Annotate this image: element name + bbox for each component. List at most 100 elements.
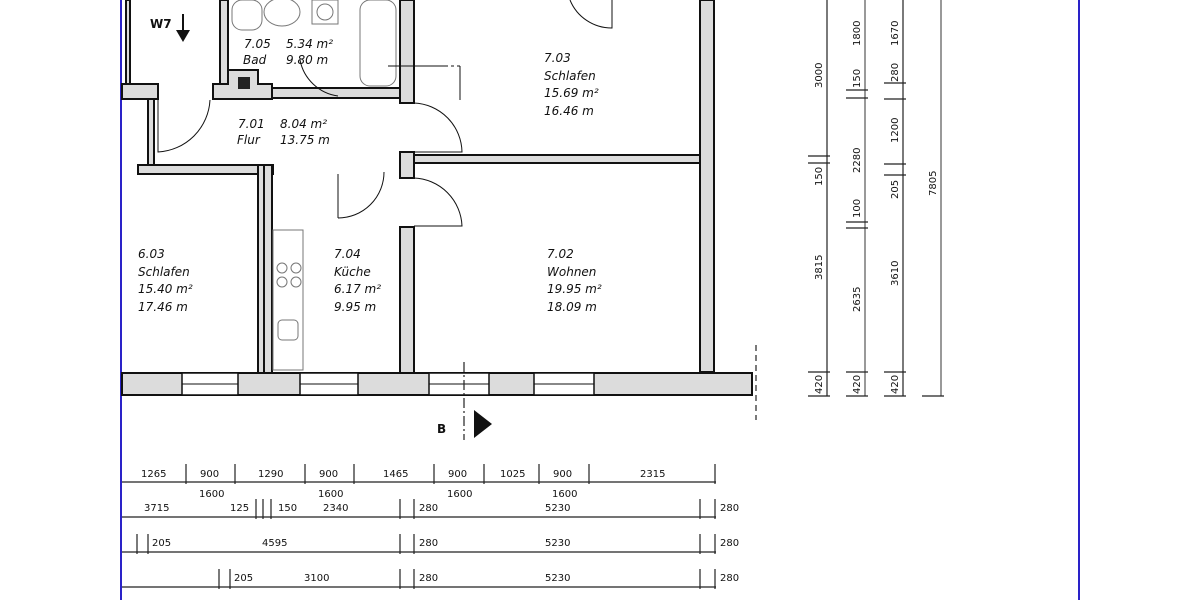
svg-text:3000: 3000: [814, 63, 825, 88]
svg-text:8.04 m²: 8.04 m²: [280, 117, 327, 131]
svg-text:205: 205: [234, 573, 253, 584]
svg-text:Schlafen: Schlafen: [138, 265, 190, 279]
wall-603-kueche-b: [263, 164, 273, 374]
svg-text:9.80 m: 9.80 m: [286, 53, 328, 67]
svg-text:7.01: 7.01: [238, 117, 265, 131]
svg-text:7.03: 7.03: [544, 51, 571, 65]
svg-text:Bad: Bad: [243, 53, 267, 67]
wall-bad-bottom: [271, 87, 401, 99]
svg-text:1600: 1600: [199, 489, 224, 500]
svg-text:2635: 2635: [852, 287, 863, 312]
svg-text:Küche: Küche: [334, 265, 371, 279]
svg-text:3100: 3100: [304, 573, 329, 584]
svg-text:150: 150: [278, 503, 297, 514]
room-7-05: 7.05 Bad 5.34 m² 9.80 m: [243, 37, 333, 67]
svg-text:1670: 1670: [890, 21, 901, 46]
section-marker-label: B: [437, 422, 446, 436]
svg-text:1265: 1265: [141, 469, 166, 480]
svg-text:3815: 3815: [814, 255, 825, 280]
window-tag-w7: W7: [150, 17, 172, 31]
svg-text:7.05: 7.05: [244, 37, 271, 51]
svg-text:900: 900: [319, 469, 338, 480]
door-top: [569, 0, 613, 29]
svg-text:5.34 m²: 5.34 m²: [286, 37, 333, 51]
svg-text:1290: 1290: [258, 469, 283, 480]
svg-text:2280: 2280: [852, 148, 863, 173]
svg-text:3715: 3715: [144, 503, 169, 514]
svg-text:205: 205: [152, 538, 171, 549]
svg-text:900: 900: [553, 469, 572, 480]
svg-text:19.95 m²: 19.95 m²: [547, 282, 602, 296]
wall-flur-603: [137, 164, 274, 175]
stove-icon: [276, 262, 288, 274]
svg-text:150: 150: [852, 69, 863, 88]
door-flur-entrance: [157, 99, 211, 153]
svg-text:1800: 1800: [852, 21, 863, 46]
kitchen-sink-icon: [277, 319, 299, 341]
svg-text:16.46 m: 16.46 m: [544, 104, 594, 118]
wall-bad-schlafen: [399, 0, 415, 104]
svg-text:1600: 1600: [552, 489, 577, 500]
svg-text:17.46 m: 17.46 m: [138, 300, 188, 314]
section-line: [388, 65, 461, 100]
svg-text:5230: 5230: [545, 573, 570, 584]
kitchen-counter: [272, 229, 304, 371]
door-schlafen-703: [413, 102, 463, 153]
svg-text:5230: 5230: [545, 503, 570, 514]
windows: [181, 372, 595, 396]
svg-text:280: 280: [720, 503, 739, 514]
svg-text:13.75 m: 13.75 m: [280, 133, 330, 147]
doors: [157, 0, 613, 227]
svg-text:280: 280: [720, 538, 739, 549]
fixtures: [231, 0, 757, 440]
svg-text:280: 280: [419, 573, 438, 584]
washing-machine-icon: [311, 0, 339, 25]
svg-text:Flur: Flur: [237, 133, 261, 147]
room-6-03: 6.03 Schlafen 15.40 m² 17.46 m: [138, 247, 193, 314]
svg-text:1600: 1600: [447, 489, 472, 500]
svg-text:7.02: 7.02: [547, 247, 574, 261]
svg-text:Schlafen: Schlafen: [544, 69, 596, 83]
svg-text:900: 900: [448, 469, 467, 480]
svg-text:900: 900: [200, 469, 219, 480]
door-bad: [299, 59, 339, 97]
stair-down-arrow-icon: [176, 14, 190, 42]
svg-text:420: 420: [814, 375, 825, 394]
room-7-03: 7.03 Schlafen 15.69 m² 16.46 m: [544, 51, 599, 118]
toilet-icon: [231, 0, 263, 31]
sink-icon: [263, 0, 301, 27]
svg-text:15.40 m²: 15.40 m²: [138, 282, 193, 296]
svg-text:420: 420: [890, 375, 901, 394]
page-border-left: [120, 0, 122, 600]
wall-flur-left: [147, 98, 155, 166]
wall-right-exterior: [699, 0, 715, 373]
room-7-01: 7.01 Flur 8.04 m² 13.75 m: [237, 117, 330, 147]
chimney-icon: [238, 77, 250, 89]
wall-w7-bad: [219, 0, 229, 85]
page-border-right: [1078, 0, 1080, 600]
room-7-02: 7.02 Wohnen 19.95 m² 18.09 m: [547, 247, 602, 314]
svg-text:Wohnen: Wohnen: [547, 265, 596, 279]
svg-text:280: 280: [720, 573, 739, 584]
svg-text:3610: 3610: [890, 261, 901, 286]
wall-left-top: [125, 0, 131, 86]
walls: [121, 0, 753, 396]
svg-text:15.69 m²: 15.69 m²: [544, 86, 599, 100]
svg-text:100: 100: [852, 199, 863, 218]
svg-text:280: 280: [419, 503, 438, 514]
bathtub-icon: [359, 0, 397, 87]
wall-door-post: [399, 151, 415, 179]
svg-text:420: 420: [852, 375, 863, 394]
svg-text:4595: 4595: [262, 538, 287, 549]
svg-text:7805: 7805: [928, 171, 939, 196]
svg-text:9.95 m: 9.95 m: [334, 300, 376, 314]
svg-text:1025: 1025: [500, 469, 525, 480]
door-wohnen: [413, 177, 463, 227]
svg-text:150: 150: [814, 167, 825, 186]
room-7-04: 7.04 Küche 6.17 m² 9.95 m: [334, 247, 381, 314]
svg-text:1200: 1200: [890, 118, 901, 143]
section-arrow-icon: [474, 410, 492, 438]
wall-kueche-wohnen: [399, 226, 415, 374]
svg-text:280: 280: [890, 63, 901, 82]
svg-text:205: 205: [890, 180, 901, 199]
